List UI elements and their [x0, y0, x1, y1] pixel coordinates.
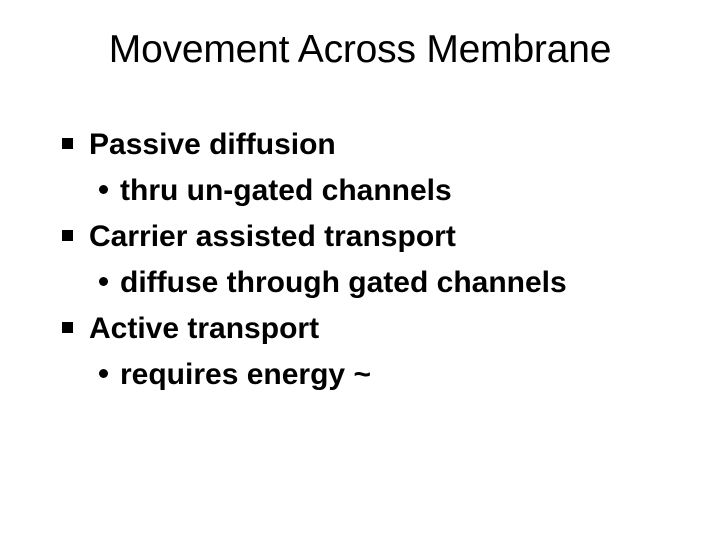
list-item-label: Passive diffusion	[89, 128, 336, 161]
list-item-label: diffuse through gated channels	[120, 266, 567, 299]
list-item-label: Carrier assisted transport	[89, 220, 456, 253]
round-bullet-icon	[99, 369, 108, 378]
list-item: Carrier assisted transport	[0, 214, 720, 260]
list-item: diffuse through gated channels	[0, 260, 720, 306]
list-item: thru un-gated channels	[0, 168, 720, 214]
round-bullet-icon	[99, 277, 108, 286]
list-item-label: requires energy ~	[120, 358, 371, 391]
list-item-label: thru un-gated channels	[120, 174, 452, 207]
page-title: Movement Across Membrane	[108, 28, 612, 71]
list-item: Active transport	[0, 306, 720, 352]
square-bullet-icon	[62, 230, 73, 241]
square-bullet-icon	[62, 138, 73, 149]
round-bullet-icon	[99, 185, 108, 194]
list-item: Passive diffusion	[0, 122, 720, 168]
bullet-list: Passive diffusion thru un-gated channels…	[0, 122, 720, 398]
list-item-label: Active transport	[89, 312, 320, 345]
square-bullet-icon	[62, 322, 73, 333]
list-item: requires energy ~	[0, 352, 720, 398]
